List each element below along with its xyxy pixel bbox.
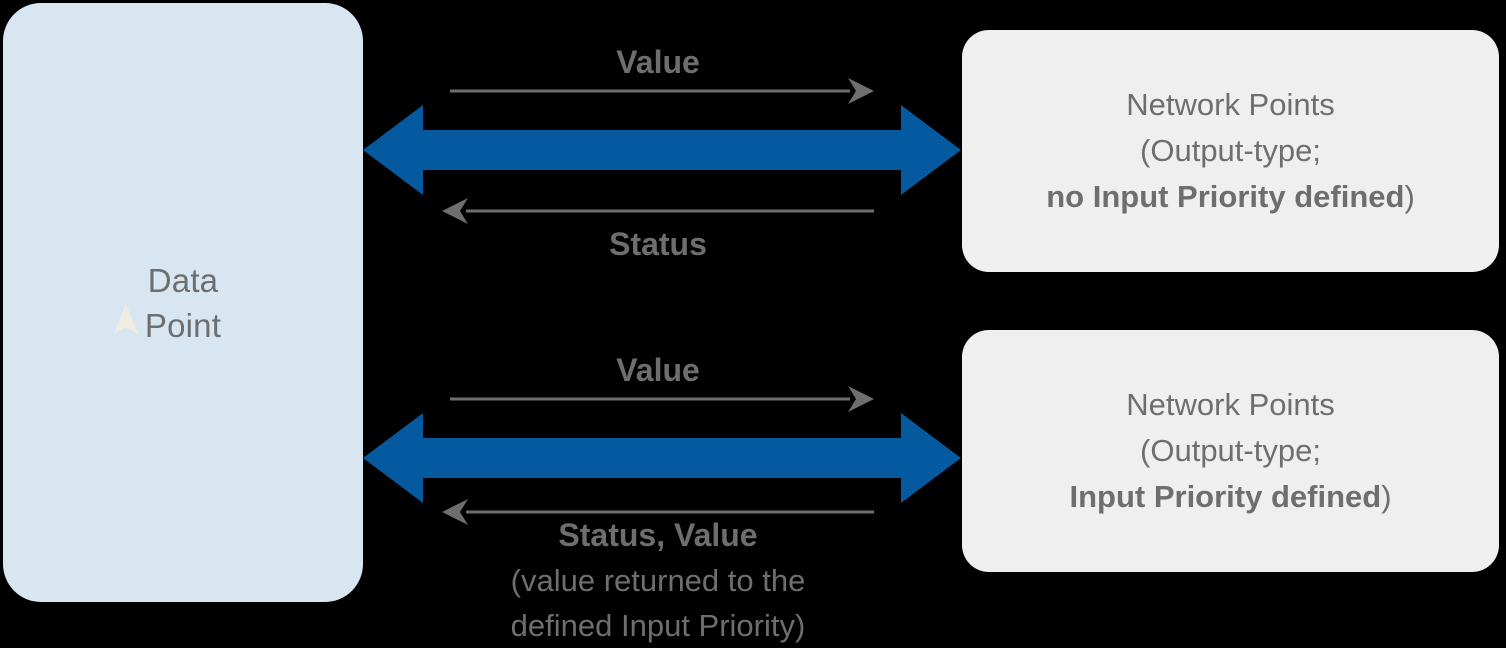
network-points-box-no-priority: Network Points (Output-type; no Input Pr… bbox=[962, 30, 1499, 272]
np-top-line3-tail: ) bbox=[1404, 179, 1415, 214]
network-points-bottom-text: Network Points (Output-type; Input Prior… bbox=[1069, 382, 1391, 520]
bottom-link-double-arrow-icon bbox=[363, 413, 961, 503]
data-point-box: Data Point bbox=[3, 3, 363, 602]
bottom-return-arrow-icon bbox=[442, 499, 874, 525]
data-point-label: Data Point bbox=[145, 258, 221, 348]
bottom-forward-label: Value bbox=[616, 352, 700, 388]
bottom-return-note: (value returned to the defined Input Pri… bbox=[398, 558, 918, 648]
bottom-return-label: Status, Value bbox=[558, 517, 758, 553]
np-bottom-line2: (Output-type; bbox=[1140, 433, 1321, 468]
data-point-label-line2: Point bbox=[144, 306, 222, 344]
top-return-label: Status bbox=[609, 226, 707, 262]
network-points-box-with-priority: Network Points (Output-type; Input Prior… bbox=[962, 330, 1499, 572]
network-points-top-text: Network Points (Output-type; no Input Pr… bbox=[1046, 82, 1415, 220]
np-bottom-line1: Network Points bbox=[1126, 387, 1335, 422]
np-top-line2: (Output-type; bbox=[1140, 133, 1321, 168]
cursor-arrow-icon bbox=[114, 304, 138, 334]
np-bottom-line3-bold: Input Priority defined bbox=[1069, 479, 1382, 514]
np-top-line3-bold: no Input Priority defined bbox=[1046, 179, 1405, 214]
np-top-line1: Network Points bbox=[1126, 87, 1335, 122]
bottom-return-note-line2: defined Input Priority) bbox=[510, 608, 806, 643]
top-forward-arrow-icon bbox=[450, 78, 874, 104]
bottom-forward-arrow-icon bbox=[450, 386, 874, 412]
top-return-arrow-icon bbox=[442, 198, 874, 224]
np-bottom-line3-tail: ) bbox=[1381, 479, 1392, 514]
data-point-label-line1: Data bbox=[147, 261, 219, 299]
top-forward-label: Value bbox=[616, 44, 700, 80]
bottom-return-note-line1: (value returned to the bbox=[510, 563, 806, 598]
top-link-double-arrow-icon bbox=[363, 105, 961, 195]
